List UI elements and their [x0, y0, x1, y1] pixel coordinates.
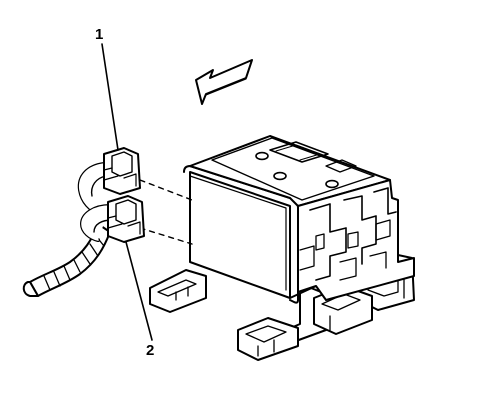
callout-label-1: 1 [95, 26, 104, 43]
wiring-harness [22, 162, 113, 297]
control-module [183, 135, 415, 304]
callout-leaders [101, 43, 153, 341]
upper-connector [103, 147, 141, 195]
leader-line-1 [101, 43, 119, 151]
arrow-left-icon [195, 59, 253, 105]
lower-connector [107, 195, 145, 243]
alignment-guides [139, 179, 193, 245]
callout-label-2: 2 [146, 342, 155, 359]
leader-line-2 [125, 241, 153, 341]
